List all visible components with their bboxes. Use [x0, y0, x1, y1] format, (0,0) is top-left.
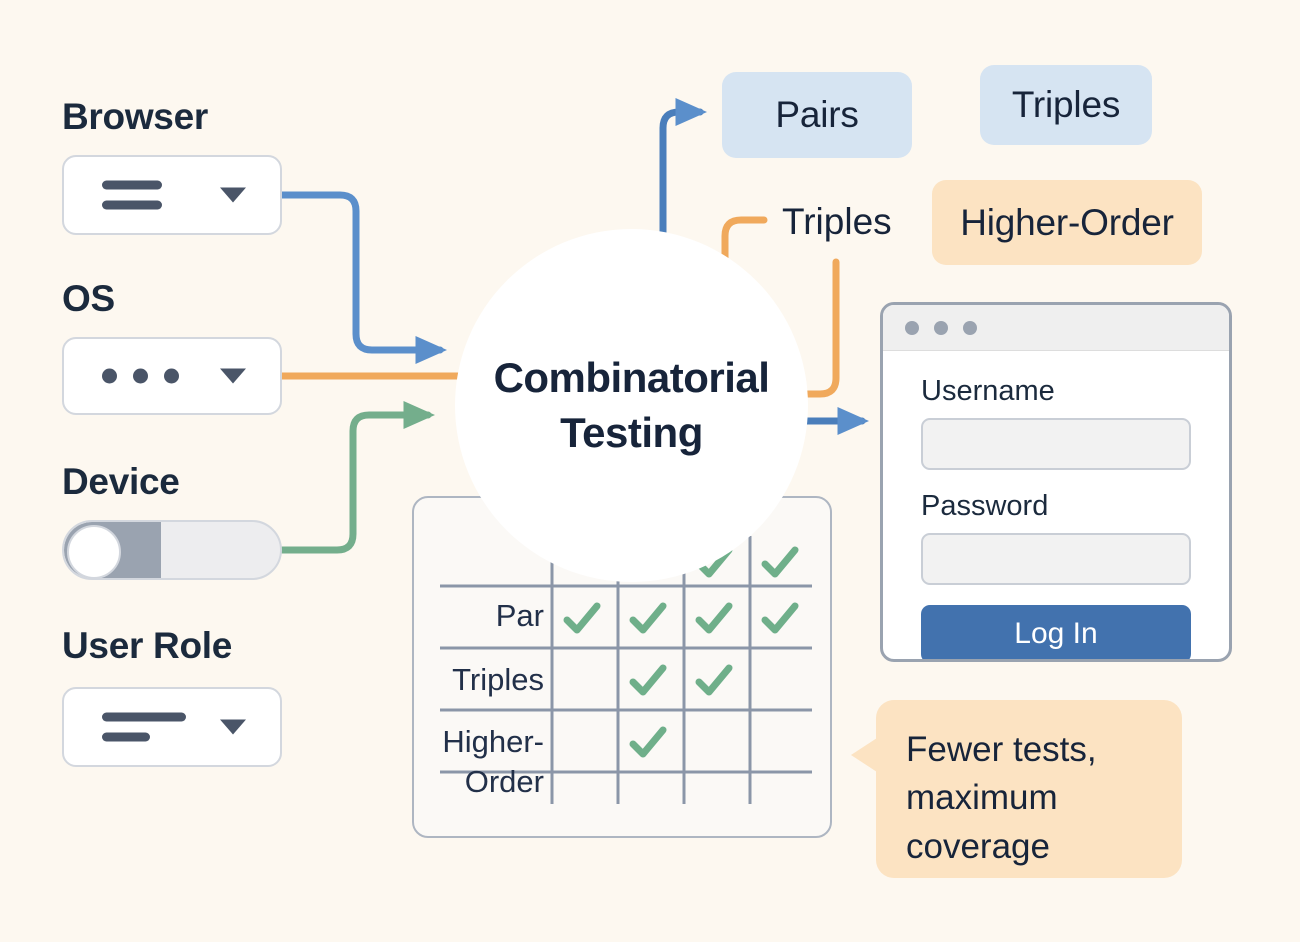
chevron-down-icon[interactable]: [220, 368, 246, 384]
browser-dropdown[interactable]: [62, 155, 282, 235]
callout-tail-icon: [851, 738, 877, 772]
parameter-label-user-role: User Role: [62, 625, 233, 666]
window-dot-icon: [934, 320, 948, 335]
username-input[interactable]: [921, 418, 1191, 470]
check-icon: [629, 602, 667, 634]
toggle-knob-icon[interactable]: [67, 525, 121, 578]
chevron-down-icon[interactable]: [220, 187, 246, 203]
username-label: Username: [921, 375, 1055, 407]
output-pill-higher-order[interactable]: Higher-Order: [932, 180, 1202, 265]
chevron-down-icon[interactable]: [220, 719, 246, 735]
parameter-label-browser: Browser: [62, 96, 208, 137]
window-dot-icon: [905, 320, 919, 335]
connector-triples-return: [802, 258, 840, 398]
os-dropdown[interactable]: [62, 337, 282, 415]
password-input[interactable]: [921, 533, 1191, 585]
device-toggle[interactable]: [62, 520, 282, 580]
login-mock-window: Username Password Log In: [880, 302, 1232, 662]
matrix-row-label-triples: Triples: [452, 662, 544, 697]
parameter-label-os: OS: [62, 278, 115, 319]
check-icon: [629, 726, 667, 758]
connector-pairs: [659, 98, 707, 254]
check-icon: [695, 664, 733, 696]
matrix-row-label-par: Par: [495, 598, 544, 633]
user-role-dropdown[interactable]: [62, 687, 282, 767]
check-icon: [695, 602, 733, 634]
login-button[interactable]: Log In: [921, 605, 1191, 659]
dropdown-value-lines: [102, 712, 186, 742]
parameter-label-device: Device: [62, 461, 180, 502]
output-label-triples: Triples: [782, 201, 892, 242]
matrix-grid: [440, 536, 812, 804]
dropdown-value-lines: [102, 180, 162, 210]
callout-text: Fewer tests, maximum coverage: [906, 730, 1097, 866]
mock-titlebar: [883, 305, 1229, 351]
hub-circle: Combinatorial Testing: [455, 229, 808, 582]
matrix-row-label-higher-order: Higher- Order: [442, 724, 544, 799]
password-label: Password: [921, 490, 1049, 522]
hub-title: Combinatorial Testing: [493, 353, 770, 456]
check-icon: [629, 664, 667, 696]
window-dot-icon: [963, 320, 977, 335]
connector-device: [278, 401, 435, 554]
callout-bubble: Fewer tests, maximum coverage: [851, 700, 1182, 878]
connector-browser: [278, 191, 447, 364]
check-icon: [761, 602, 799, 634]
output-pill-triples[interactable]: Triples: [980, 65, 1152, 145]
output-pill-pairs[interactable]: Pairs: [722, 72, 912, 158]
check-icon: [761, 546, 799, 578]
check-icon: [695, 546, 733, 578]
login-form: Username Password Log In: [883, 351, 1229, 659]
dropdown-value-dots: [102, 368, 179, 384]
check-icon: [563, 602, 601, 634]
